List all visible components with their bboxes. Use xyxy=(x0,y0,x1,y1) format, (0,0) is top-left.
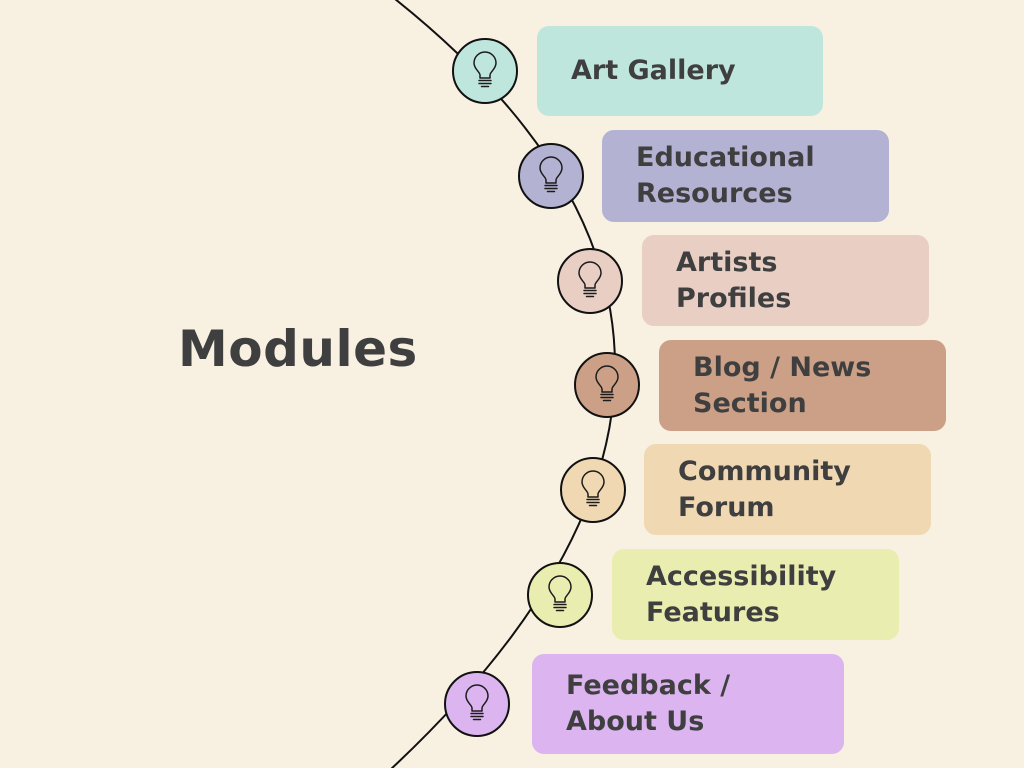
lightbulb-glass xyxy=(539,156,563,184)
lightbulb-icon xyxy=(473,51,497,88)
module-node xyxy=(560,457,626,523)
module-node xyxy=(557,248,623,314)
module-label: Blog / News Section xyxy=(659,340,946,431)
module-node xyxy=(518,143,584,209)
module-node xyxy=(444,671,510,737)
lightbulb-glass xyxy=(581,470,605,498)
module-node xyxy=(527,562,593,628)
lightbulb-glass xyxy=(548,575,572,603)
lightbulb-icon xyxy=(595,365,619,402)
module-node xyxy=(574,352,640,418)
node-layer xyxy=(444,38,640,737)
lightbulb-glass xyxy=(595,365,619,393)
lightbulb-glass xyxy=(473,51,497,79)
lightbulb-glass xyxy=(465,684,489,712)
module-label: Art Gallery xyxy=(537,26,823,116)
module-label: Accessibility Features xyxy=(612,549,899,640)
lightbulb-icon xyxy=(539,156,563,193)
module-label: Community Forum xyxy=(644,444,931,535)
lightbulb-icon xyxy=(581,470,605,507)
module-node xyxy=(452,38,518,104)
lightbulb-icon xyxy=(548,575,572,612)
module-label: Feedback / About Us xyxy=(532,654,844,754)
diagram-title: Modules xyxy=(178,320,418,378)
lightbulb-icon xyxy=(578,261,602,298)
module-label: Artists Profiles xyxy=(642,235,929,326)
module-label: Educational Resources xyxy=(602,130,889,222)
lightbulb-glass xyxy=(578,261,602,289)
lightbulb-icon xyxy=(465,684,489,721)
